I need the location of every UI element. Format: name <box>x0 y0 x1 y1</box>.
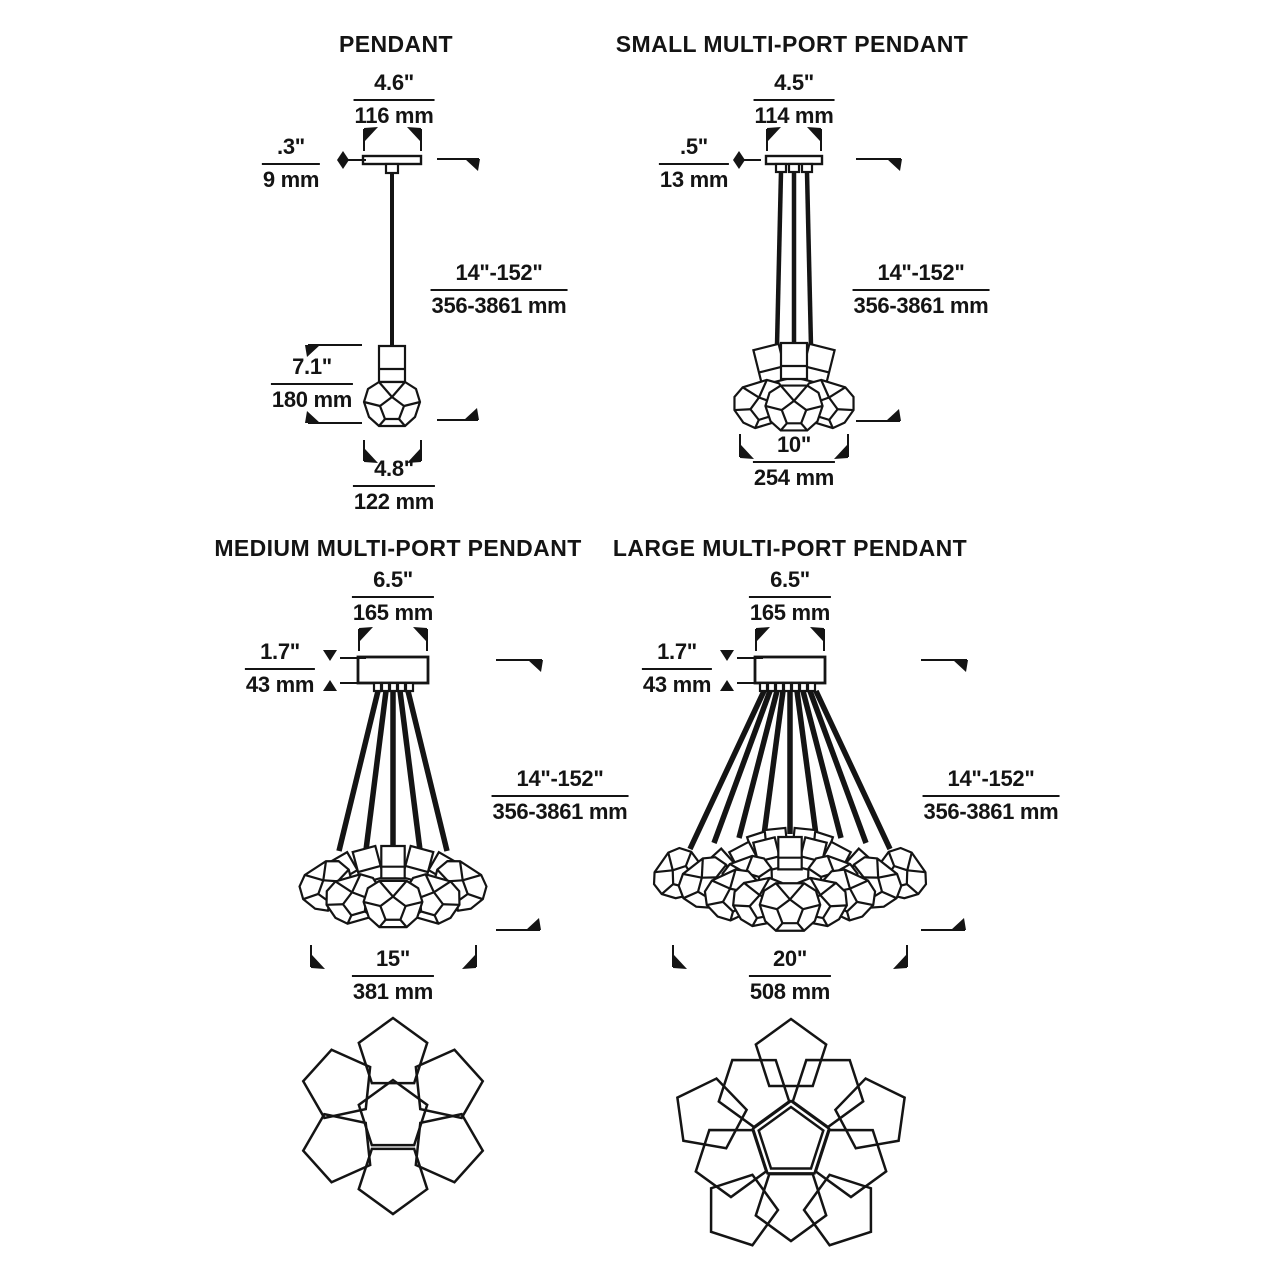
dim-inches: 1.7" <box>244 641 316 670</box>
small-multiport-title: SMALL MULTI-PORT PENDANT <box>615 31 969 57</box>
large-cluster-width-dim: 20" 508 mm <box>748 948 832 1004</box>
dim-inches: 14"-152" <box>430 262 568 291</box>
small-multiport-drawing <box>727 127 902 459</box>
dim-mm: 13 mm <box>659 167 729 192</box>
dim-inches: 4.5" <box>753 72 835 101</box>
dim-inches: 1.7" <box>641 641 713 670</box>
large-multiport-title: LARGE MULTI-PORT PENDANT <box>612 535 968 561</box>
small-canopy-height-dim: .5" 13 mm <box>658 136 730 192</box>
dim-mm: 9 mm <box>262 167 320 192</box>
pendant-canopy-width-dim: 4.6" 116 mm <box>353 72 435 128</box>
pendant-fixture-width-dim: 4.8" 122 mm <box>352 458 436 514</box>
small-drop-dim: 14"-152" 356-3861 mm <box>852 262 990 318</box>
dim-mm: 165 mm <box>749 600 831 625</box>
dim-inches: 6.5" <box>351 569 435 598</box>
medium-canopy-height-dim: 1.7" 43 mm <box>244 641 316 697</box>
dim-mm: 381 mm <box>352 979 434 1004</box>
dim-mm: 165 mm <box>352 600 434 625</box>
dim-mm: 43 mm <box>245 672 315 697</box>
small-cluster-width-dim: 10" 254 mm <box>752 434 836 490</box>
medium-multiport-title: MEDIUM MULTI-PORT PENDANT <box>214 535 582 561</box>
dim-inches: 20" <box>748 948 832 977</box>
dim-inches: 10" <box>752 434 836 463</box>
large-plan-view <box>669 1017 913 1251</box>
dim-mm: 356-3861 mm <box>853 293 989 318</box>
dim-inches: 4.8" <box>352 458 436 487</box>
dim-inches: 15" <box>351 948 435 977</box>
dim-inches: 14"-152" <box>852 262 990 291</box>
dim-mm: 356-3861 mm <box>431 293 567 318</box>
medium-multiport-drawing <box>291 627 543 1223</box>
dim-mm: 356-3861 mm <box>923 799 1059 824</box>
small-canopy-width-dim: 4.5" 114 mm <box>753 72 835 128</box>
dim-inches: 7.1" <box>270 356 354 385</box>
dim-mm: 43 mm <box>642 672 712 697</box>
large-canopy-height-dim: 1.7" 43 mm <box>641 641 713 697</box>
medium-canopy-width-dim: 6.5" 165 mm <box>351 569 435 625</box>
dim-mm: 122 mm <box>353 489 435 514</box>
dim-mm: 254 mm <box>753 465 835 490</box>
dim-inches: .3" <box>261 136 321 165</box>
dim-inches: 6.5" <box>748 569 832 598</box>
large-multiport-drawing <box>645 627 968 1251</box>
dim-mm: 508 mm <box>749 979 831 1004</box>
large-canopy-width-dim: 6.5" 165 mm <box>748 569 832 625</box>
pendant-title: PENDANT <box>339 31 453 57</box>
medium-cluster-width-dim: 15" 381 mm <box>351 948 435 1004</box>
dim-inches: .5" <box>658 136 730 165</box>
pendant-drawing <box>305 127 480 463</box>
pendant-canopy-height-dim: .3" 9 mm <box>261 136 321 192</box>
dim-mm: 116 mm <box>354 103 434 128</box>
dim-mm: 180 mm <box>271 387 353 412</box>
medium-plan-view <box>291 1016 495 1223</box>
pendant-drop-dim: 14"-152" 356-3861 mm <box>430 262 568 318</box>
dim-inches: 4.6" <box>353 72 435 101</box>
dim-inches: 14"-152" <box>491 768 629 797</box>
dim-mm: 356-3861 mm <box>492 799 628 824</box>
large-drop-dim: 14"-152" 356-3861 mm <box>922 768 1060 824</box>
dim-mm: 114 mm <box>754 103 834 128</box>
pendant-fixture-height-dim: 7.1" 180 mm <box>270 356 354 412</box>
medium-drop-dim: 14"-152" 356-3861 mm <box>491 768 629 824</box>
dim-inches: 14"-152" <box>922 768 1060 797</box>
